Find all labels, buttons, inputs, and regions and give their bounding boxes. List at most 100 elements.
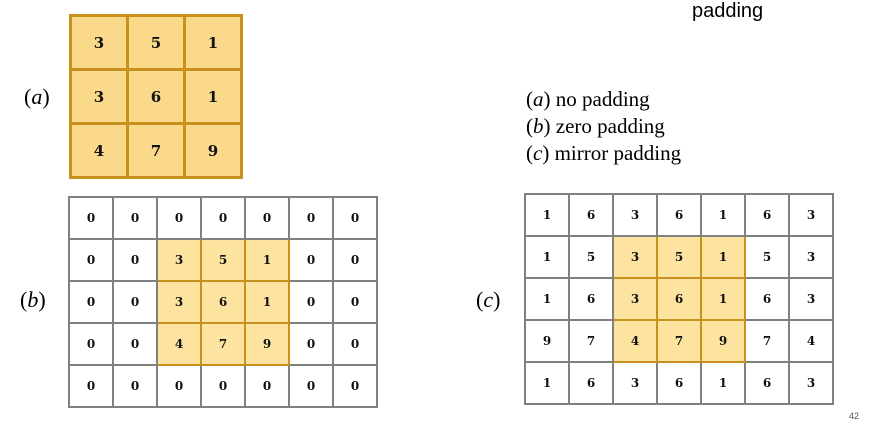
- grid-cell: 7: [568, 319, 614, 363]
- grid-cell: 3: [69, 14, 129, 71]
- grid-cell: 6: [744, 361, 790, 405]
- grid-cell: 0: [156, 364, 202, 408]
- grid-cell: 7: [126, 122, 186, 179]
- grid-cell: 1: [524, 235, 570, 279]
- grid-cell: 0: [332, 364, 378, 408]
- grid-cell: 0: [200, 364, 246, 408]
- grid-cell: 7: [200, 322, 246, 366]
- grid-cell: 1: [700, 235, 746, 279]
- grid-cell: 1: [524, 193, 570, 237]
- grid-cell: 0: [332, 238, 378, 282]
- grid-cell: 3: [788, 277, 834, 321]
- legend-item-b: (b) zero padding: [526, 114, 665, 138]
- grid-cell: 9: [700, 319, 746, 363]
- grid-cell: 0: [332, 322, 378, 366]
- grid-cell: 6: [744, 193, 790, 237]
- grid-cell: 0: [68, 322, 114, 366]
- grid-cell: 6: [656, 277, 702, 321]
- grid-cell: 0: [112, 322, 158, 366]
- grid-cell: 6: [568, 361, 614, 405]
- grid-cell: 0: [112, 364, 158, 408]
- grid-cell: 5: [744, 235, 790, 279]
- grid-cell: 1: [700, 277, 746, 321]
- grid-cell: 6: [656, 361, 702, 405]
- grid-cell: 0: [112, 196, 158, 240]
- legend-item-c: (c) mirror padding: [526, 141, 682, 165]
- grid-cell: 0: [112, 238, 158, 282]
- grid-cell: 0: [112, 280, 158, 324]
- label-c: (c): [476, 287, 501, 312]
- grid-cell: 0: [244, 196, 290, 240]
- grid-cell: 5: [126, 14, 186, 71]
- grid-cell: 6: [200, 280, 246, 324]
- grid-cell: 0: [332, 280, 378, 324]
- grid-cell: 3: [788, 193, 834, 237]
- grid-cell: 0: [332, 196, 378, 240]
- grid-cell: 1: [244, 280, 290, 324]
- grid-cell: 0: [288, 322, 334, 366]
- grid-cell: 5: [656, 235, 702, 279]
- grid-cell: 0: [200, 196, 246, 240]
- grid-cell: 0: [68, 238, 114, 282]
- page-number: 42: [848, 411, 859, 421]
- grid-cell: 3: [788, 361, 834, 405]
- grid-cell: 0: [288, 238, 334, 282]
- grid-cell: 0: [244, 364, 290, 408]
- grid-cell: 6: [744, 277, 790, 321]
- label-b: (b): [20, 287, 46, 312]
- grid-cell: 6: [568, 277, 614, 321]
- grid-cell: 6: [656, 193, 702, 237]
- grid-cell: 9: [244, 322, 290, 366]
- grid-cell: 3: [612, 193, 658, 237]
- grid-cell: 1: [700, 361, 746, 405]
- grid-cell: 0: [68, 364, 114, 408]
- grid-cell: 7: [656, 319, 702, 363]
- grid-cell: 0: [156, 196, 202, 240]
- legend: (a) no padding (b) zero padding (c) mirr…: [526, 86, 681, 167]
- grid-cell: 3: [612, 361, 658, 405]
- legend-item-a: (a) no padding: [526, 87, 650, 111]
- label-a: (a): [24, 84, 50, 109]
- grid-cell: 0: [68, 280, 114, 324]
- grid-cell: 0: [288, 364, 334, 408]
- grid-cell: 3: [788, 235, 834, 279]
- grid-cell: 1: [244, 238, 290, 282]
- grid-cell: 6: [126, 68, 186, 125]
- grid-cell: 6: [568, 193, 614, 237]
- grid-cell: 3: [156, 280, 202, 324]
- grid-cell: 4: [69, 122, 129, 179]
- grid-cell: 0: [288, 196, 334, 240]
- grid-cell: 4: [788, 319, 834, 363]
- grid-cell: 0: [288, 280, 334, 324]
- slide-heading: padding: [692, 0, 764, 22]
- grid-cell: 7: [744, 319, 790, 363]
- grid-cell: 9: [524, 319, 570, 363]
- grid-cell: 3: [612, 277, 658, 321]
- grid-cell: 0: [68, 196, 114, 240]
- grid-cell: 1: [700, 193, 746, 237]
- grid-cell: 5: [200, 238, 246, 282]
- grid-cell: 4: [612, 319, 658, 363]
- grid-cell: 5: [568, 235, 614, 279]
- grid-cell: 9: [183, 122, 243, 179]
- grid-cell: 4: [156, 322, 202, 366]
- grid-cell: 3: [612, 235, 658, 279]
- grid-cell: 1: [183, 68, 243, 125]
- grid-cell: 1: [524, 277, 570, 321]
